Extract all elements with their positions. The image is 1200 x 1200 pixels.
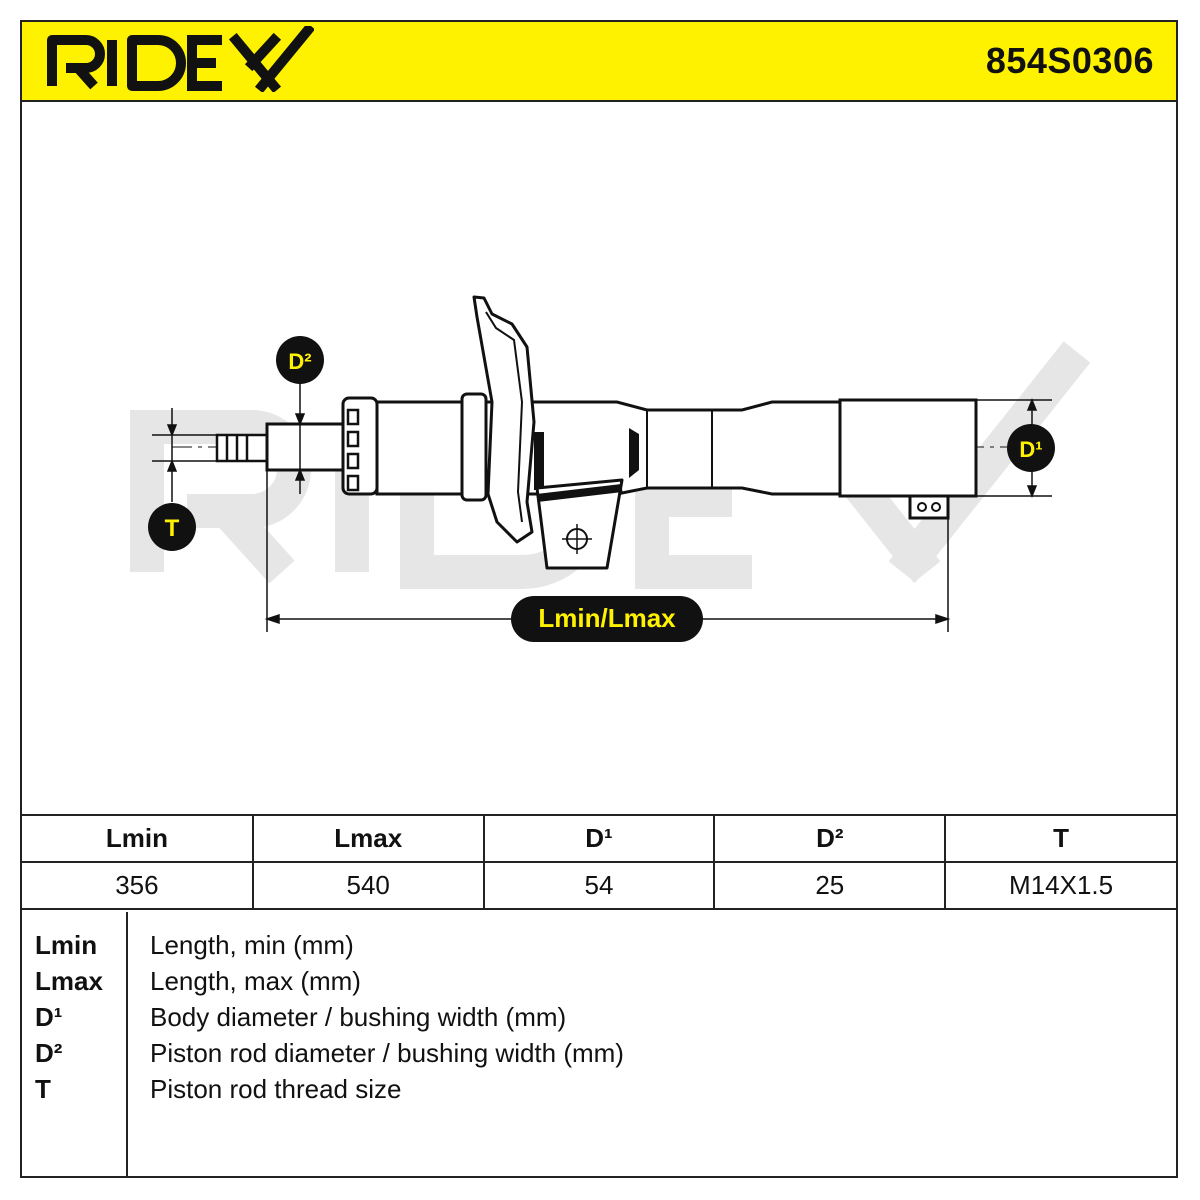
spec-table-header-row: Lmin Lmax D¹ D² T xyxy=(22,814,1176,863)
svg-text:Lmin/Lmax: Lmin/Lmax xyxy=(538,603,676,633)
part-number: 854S0306 xyxy=(985,40,1154,81)
sensor-bracket xyxy=(908,494,950,520)
legend: Lmin Length, min (mm) Lmax Length, max (… xyxy=(22,912,1176,1176)
header-t: T xyxy=(944,814,1176,863)
value-t: M14X1.5 xyxy=(944,861,1176,910)
spring-seat-ring xyxy=(460,392,488,502)
dimension-d2 xyxy=(294,372,306,494)
legend-item: Lmin Length, min (mm) xyxy=(22,930,1176,966)
svg-text:D¹: D¹ xyxy=(1019,437,1042,462)
callout-t: T xyxy=(148,503,196,551)
callout-length: Lmin/Lmax xyxy=(511,596,703,642)
legend-key: D² xyxy=(35,1038,63,1068)
callout-d2: D² xyxy=(276,336,324,384)
knuckle-bracket xyxy=(535,478,624,570)
header-d1: D¹ xyxy=(482,814,716,863)
svg-text:D²: D² xyxy=(288,349,311,374)
brand-logo xyxy=(47,26,314,92)
legend-item: D² Piston rod diameter / bushing width (… xyxy=(22,1038,1176,1074)
legend-key: D¹ xyxy=(35,1002,63,1032)
datasheet: 854S0306 xyxy=(20,20,1178,1178)
spec-table: Lmin Lmax D¹ D² T 356 540 54 25 M14X1.5 xyxy=(22,814,1176,910)
legend-desc: Length, min (mm) xyxy=(150,930,354,960)
piston-rod xyxy=(265,422,347,472)
legend-desc: Piston rod diameter / bushing width (mm) xyxy=(150,1038,624,1068)
legend-desc: Length, max (mm) xyxy=(150,966,361,996)
legend-item: D¹ Body diameter / bushing width (mm) xyxy=(22,1002,1176,1038)
header-lmin: Lmin xyxy=(22,814,254,863)
legend-key: T xyxy=(35,1074,51,1104)
svg-text:T: T xyxy=(165,515,180,542)
piston-rod-thread xyxy=(215,433,269,463)
legend-item: T Piston rod thread size xyxy=(22,1074,1176,1110)
value-d1: 54 xyxy=(482,861,716,910)
spec-table-value-row: 356 540 54 25 M14X1.5 xyxy=(22,861,1176,910)
legend-desc: Body diameter / bushing width (mm) xyxy=(150,1002,567,1032)
callout-d1: D¹ xyxy=(1007,424,1055,472)
legend-key: Lmax xyxy=(35,966,103,996)
value-lmax: 540 xyxy=(251,861,485,910)
legend-item: Lmax Length, max (mm) xyxy=(22,966,1176,1002)
dimension-t xyxy=(152,408,217,502)
header-lmax: Lmax xyxy=(251,814,485,863)
legend-key: Lmin xyxy=(35,930,98,960)
legend-desc: Piston rod thread size xyxy=(150,1074,402,1104)
value-lmin: 356 xyxy=(22,861,254,910)
legend-divider xyxy=(126,912,128,1176)
value-d2: 25 xyxy=(713,861,947,910)
header-bar: 854S0306 xyxy=(22,22,1176,102)
header-d2: D² xyxy=(713,814,947,863)
shock-absorber-drawing: D² T D¹ Lmin/Lmax xyxy=(130,295,1091,642)
lower-tube xyxy=(838,398,978,498)
